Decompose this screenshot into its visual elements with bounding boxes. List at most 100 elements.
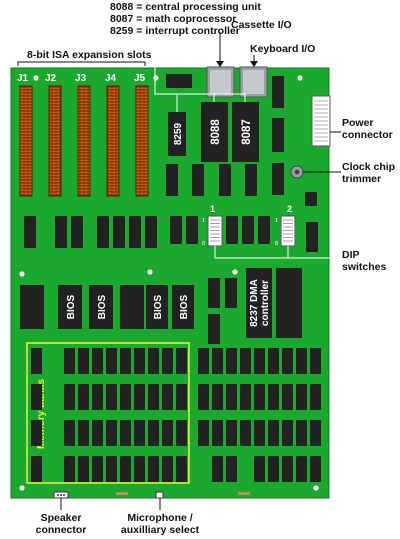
cassette-label: Cassette I/O bbox=[231, 19, 292, 31]
memory-chip bbox=[106, 456, 117, 482]
memory-chip bbox=[198, 384, 209, 410]
chip bbox=[306, 222, 318, 252]
isa-slots-label: 8-bit ISA expansion slots bbox=[27, 49, 152, 61]
memory-chip bbox=[31, 456, 42, 482]
memory-chip bbox=[78, 420, 89, 446]
memory-chip bbox=[310, 384, 321, 410]
memory-chip bbox=[296, 384, 307, 410]
dip-2-pin1-label: 1 bbox=[275, 218, 278, 224]
memory-chip bbox=[176, 384, 187, 410]
memory-chip bbox=[226, 384, 237, 410]
legend-8087: 8087 = math coprocessor bbox=[110, 13, 236, 25]
mounting-hole bbox=[19, 271, 25, 277]
memory-chip bbox=[120, 384, 131, 410]
arrowhead-keyboard bbox=[250, 61, 258, 67]
legend-8259: 8259 = interrupt controller bbox=[110, 25, 240, 37]
chip bbox=[71, 216, 83, 248]
memory-chips bbox=[31, 348, 187, 482]
chip bbox=[208, 278, 220, 308]
bios-chip-1-label: BIOS bbox=[66, 294, 77, 319]
isa-slots bbox=[19, 85, 149, 197]
memory-chip bbox=[226, 456, 237, 482]
chip bbox=[192, 164, 204, 196]
slot-j3-label: J3 bbox=[75, 73, 87, 84]
bios-chip-4 bbox=[172, 285, 194, 329]
memory-chip bbox=[31, 420, 42, 446]
memory-chip bbox=[282, 456, 293, 482]
chip bbox=[145, 216, 157, 248]
dip-2-pin8-label: 8 bbox=[275, 241, 278, 247]
memory-chip bbox=[212, 384, 223, 410]
chip-8087 bbox=[232, 102, 259, 162]
memory-chip bbox=[92, 456, 103, 482]
slot-j4-label: J4 bbox=[105, 73, 117, 84]
memory-chip bbox=[296, 456, 307, 482]
bios-chip-4-label: BIOS bbox=[179, 294, 190, 319]
dip-1-pin8-label: 8 bbox=[202, 241, 205, 247]
memory-chip bbox=[226, 420, 237, 446]
speaker-label-line2: connector bbox=[36, 524, 87, 536]
chip bbox=[113, 216, 125, 248]
memory-chip bbox=[268, 420, 279, 446]
memory-chip bbox=[31, 384, 42, 410]
dip-switch-2-toggles bbox=[283, 219, 293, 242]
isa-slot-j4 bbox=[106, 85, 120, 197]
chip bbox=[276, 268, 302, 338]
chip bbox=[120, 285, 144, 329]
upper-chips bbox=[166, 74, 317, 206]
memory-chip bbox=[240, 348, 251, 374]
slot-j2-label: J2 bbox=[45, 73, 57, 84]
bios-chip-3-label: BIOS bbox=[153, 294, 164, 319]
memory-chip bbox=[148, 420, 159, 446]
memory-chip bbox=[198, 348, 209, 374]
memory-chip bbox=[254, 420, 265, 446]
memory-chip bbox=[268, 456, 279, 482]
microphone-select-jumper bbox=[155, 491, 164, 499]
memory-chip bbox=[310, 456, 321, 482]
memory-chip bbox=[282, 348, 293, 374]
slot-j5-label: J5 bbox=[134, 73, 146, 84]
pointer-line-8087 bbox=[214, 93, 246, 102]
keyboard-label: Keyboard I/O bbox=[250, 43, 315, 55]
memory-chip bbox=[162, 456, 173, 482]
dip-switch-1 bbox=[207, 215, 223, 247]
chip bbox=[225, 278, 237, 308]
memory-chip bbox=[120, 420, 131, 446]
chip-8259 bbox=[168, 112, 186, 156]
mounting-hole bbox=[33, 75, 39, 81]
bios-chip-1 bbox=[58, 285, 82, 329]
memory-chip bbox=[148, 348, 159, 374]
keyboard-connector-face bbox=[243, 70, 264, 94]
bios-row bbox=[20, 268, 302, 344]
memory-chip bbox=[78, 348, 89, 374]
bios-chip-2-label: BIOS bbox=[97, 294, 108, 319]
mounting-hole bbox=[313, 485, 319, 491]
dip-switch-2 bbox=[280, 215, 296, 247]
power-connector-pins bbox=[314, 100, 328, 142]
chip bbox=[97, 216, 109, 248]
chip bbox=[242, 216, 254, 244]
mounting-hole bbox=[19, 485, 25, 491]
memory-chip bbox=[254, 348, 265, 374]
memory-chip bbox=[134, 420, 145, 446]
memory-chip bbox=[268, 348, 279, 374]
mounting-hole bbox=[153, 75, 159, 81]
chip bbox=[20, 285, 44, 329]
power-label-line1: Power bbox=[342, 117, 374, 129]
bios-chip-2 bbox=[89, 285, 113, 329]
bios-chip-3 bbox=[146, 285, 168, 329]
memory-chip bbox=[120, 456, 131, 482]
memory-chip bbox=[106, 348, 117, 374]
mounting-hole bbox=[232, 269, 238, 275]
pointer-line-8259 bbox=[154, 38, 178, 112]
chip bbox=[272, 163, 284, 195]
isa-slot-j1 bbox=[19, 85, 33, 197]
memory-chip bbox=[92, 384, 103, 410]
chip-8259-label: 8259 bbox=[173, 122, 184, 145]
pointer-line-dip bbox=[214, 246, 341, 259]
power-label-line2: connector bbox=[342, 129, 393, 141]
isa-slot-j3 bbox=[77, 85, 91, 197]
isa-bracket bbox=[17, 61, 146, 66]
memory-chip bbox=[162, 384, 173, 410]
dma-label-line1: 8237 DMA bbox=[249, 279, 260, 327]
